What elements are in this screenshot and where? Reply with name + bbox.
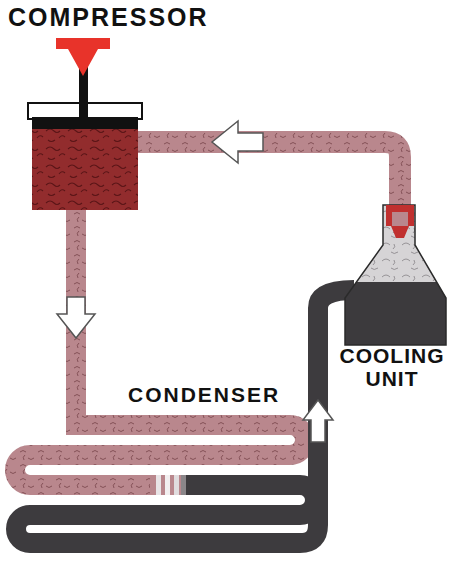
cooling-flask: [340, 200, 452, 352]
part-label: CONDENSER: [128, 383, 298, 406]
condenser-liquid-pipe: [16, 290, 354, 543]
push-arrow: [56, 38, 110, 76]
return-pipe: [138, 142, 400, 212]
transition-stripes: [150, 475, 186, 495]
flow-arrow: [212, 121, 263, 163]
condenser-hot-pipe: [15, 206, 305, 485]
flow-arrow: [57, 297, 95, 338]
flow-arrow: [303, 400, 333, 442]
part-label: COMPRESSOR: [8, 4, 228, 32]
compressor-cylinder: [28, 66, 142, 210]
part-label: COOLING UNIT: [336, 344, 448, 390]
